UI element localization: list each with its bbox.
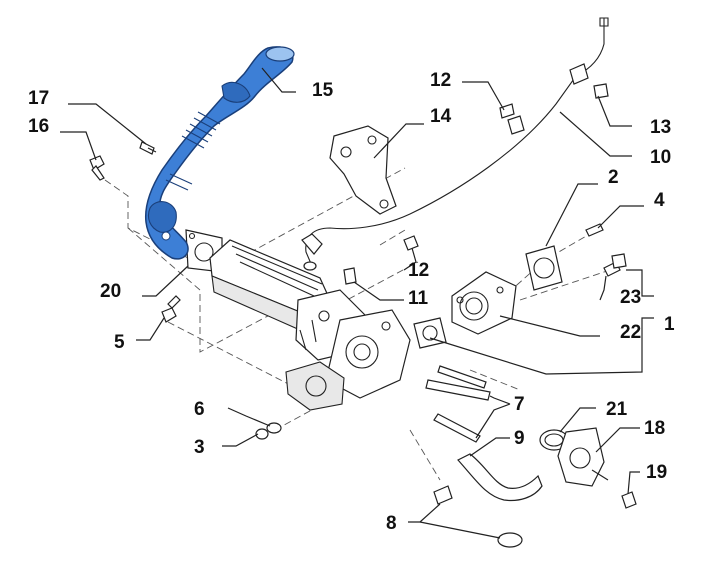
callout-labels: 17 16 15 14 12 13 10 2 4 20 12 11 23 1 2… [28, 70, 675, 534]
callout-21: 21 [606, 399, 628, 420]
callout-18: 18 [644, 418, 665, 439]
clip-part-11 [343, 267, 357, 285]
callout-19: 19 [646, 462, 667, 483]
callout-20: 20 [100, 281, 121, 302]
screw-part-13 [593, 83, 609, 99]
hose-part-9 [457, 453, 543, 502]
callout-22: 22 [620, 322, 641, 343]
bolt-part-16 [89, 155, 105, 181]
bolt-part-17 [139, 141, 157, 155]
callout-2: 2 [608, 167, 619, 188]
washer-part-6 [266, 422, 282, 434]
callout-23: 23 [620, 287, 641, 308]
flange-part-22 [451, 271, 517, 335]
callout-6: 6 [194, 399, 205, 420]
gasket-small [413, 317, 447, 349]
bolt-part-5 [161, 295, 181, 323]
callout-8: 8 [386, 513, 397, 534]
egr-cooler-body [209, 239, 411, 411]
clamp-part-8-bottom [497, 532, 523, 548]
callout-15: 15 [312, 80, 334, 101]
callout-16: 16 [28, 116, 49, 137]
callout-9: 9 [514, 428, 525, 449]
callout-1: 1 [664, 314, 675, 335]
callout-4: 4 [654, 190, 665, 211]
egr-pipe-part-15 [144, 46, 295, 260]
callout-12-top: 12 [430, 70, 451, 91]
bolt-part-19 [621, 491, 637, 509]
callout-14: 14 [430, 106, 452, 127]
bolts-part-7 [425, 365, 491, 443]
tube-part-10 [301, 17, 609, 271]
callout-3: 3 [194, 437, 205, 458]
gasket-part-2 [525, 245, 563, 291]
callout-12-mid: 12 [408, 260, 429, 281]
bracket-part-14 [329, 125, 397, 215]
bolt-part-23 [603, 253, 627, 277]
callout-5: 5 [114, 332, 125, 353]
leader-lines [60, 67, 654, 539]
clamp-part-8-top [433, 485, 453, 505]
housing-part-18 [557, 427, 609, 487]
callout-17: 17 [28, 88, 49, 109]
callout-13: 13 [650, 117, 671, 138]
screw-part-12-mid [403, 235, 419, 251]
nut-part-3 [255, 428, 269, 440]
callout-10: 10 [650, 147, 671, 168]
screw-part-12-top [499, 103, 515, 119]
callout-11: 11 [408, 288, 429, 309]
callout-7: 7 [514, 394, 525, 415]
